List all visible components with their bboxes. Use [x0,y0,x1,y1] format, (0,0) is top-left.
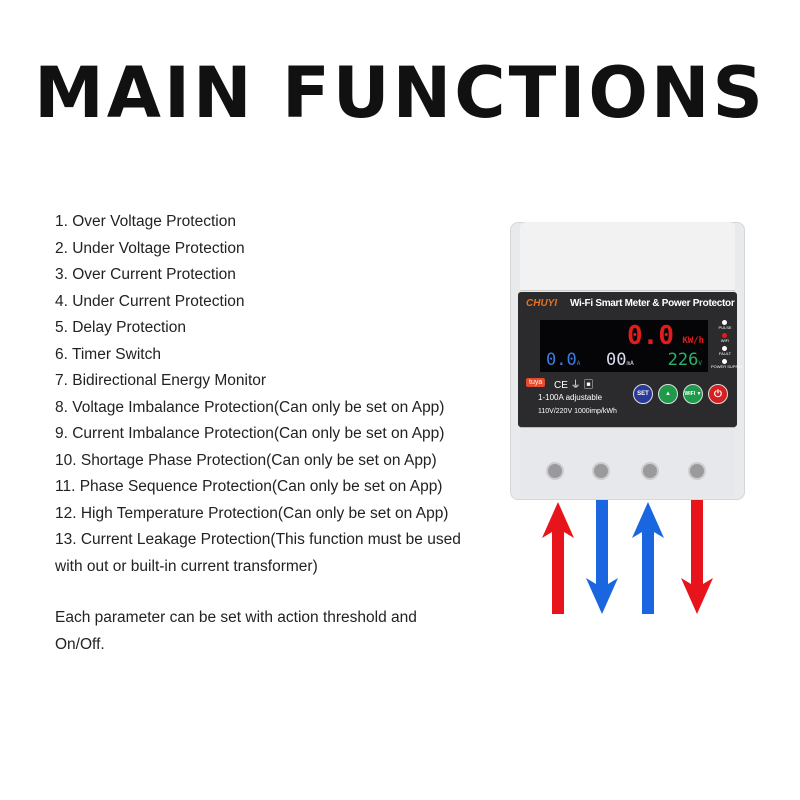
leakage-value: 00mA [606,350,634,370]
power-button[interactable]: ⏻ [708,384,728,404]
led-label: POWER SUPPLY [711,364,743,369]
cert-marks: CE ⏚ ▣ [554,380,594,391]
brand-logo: CHUYI [526,298,558,309]
function-list: 1. Over Voltage Protection 2. Under Volta… [55,209,461,580]
tuya-logo: tuya [526,378,546,387]
panel-title: Wi-Fi Smart Meter & Power Protector [570,298,735,309]
lcd-display: 0.0 KW/h 0.0A 00mA 226V [540,320,708,372]
function-item: 3. Over Current Protection [55,266,236,283]
wifi-led [722,333,727,338]
led-label: PULSE [718,325,732,330]
set-button[interactable]: SET [633,384,653,404]
page-title: MAIN FUNCTIONS [34,52,766,134]
function-item: 9. Current Imbalance Protection(Can only… [55,425,445,442]
voltage-value: 226V [667,350,702,370]
energy-unit: KW/h [682,336,704,346]
function-item: 10. Shortage Phase Protection(Can only b… [55,451,437,469]
spec-voltage: 110V/220V 1000imp/kWh [538,408,617,415]
function-item: 7. Bidirectional Energy Monitor [55,372,267,389]
function-item: 13. Current Leakage Protection(This func… [55,531,461,548]
note-text: Each parameter can be set with action th… [55,609,417,653]
led-label: WIFI [720,338,730,343]
front-panel: CHUYI Wi-Fi Smart Meter & Power Protecto… [518,292,743,427]
led-label: FAULT [718,351,732,356]
fault-led [722,346,727,351]
function-item: 8. Voltage Imbalance Protection(Can only… [55,398,445,416]
terminal-screw [688,462,706,480]
function-item: 1. Over Voltage Protection [55,213,236,230]
smart-meter-device: CHUYI Wi-Fi Smart Meter & Power Protecto… [510,222,745,500]
terminal-screw [546,462,564,480]
arrow-down-blue-icon [586,500,618,614]
arrow-up-blue-icon [632,502,664,614]
pulse-led [722,320,727,325]
function-item: 2. Under Voltage Protection [55,239,245,257]
wifi-down-button[interactable]: WIFI ▼ [683,384,703,404]
device-top [520,222,735,291]
function-item: with out or built-in current transformer… [55,557,318,575]
arrow-up-red-icon [542,502,574,614]
terminal-screw [592,462,610,480]
energy-value: 0.0 [627,321,674,351]
function-item: 5. Delay Protection [55,319,186,336]
spec-current: 1-100A adjustable [538,393,603,402]
power-led [722,359,727,364]
current-value: 0.0A [546,350,581,370]
function-item: 4. Under Current Protection [55,292,245,310]
function-item: 6. Timer Switch [55,345,161,363]
arrow-down-red-icon [681,500,713,614]
terminal-screw [641,462,659,480]
function-item: 11. Phase Sequence Protection(Can only b… [55,478,443,495]
function-item: 12. High Temperature Protection(Can only… [55,504,449,522]
up-button[interactable]: ▲ [658,384,678,404]
